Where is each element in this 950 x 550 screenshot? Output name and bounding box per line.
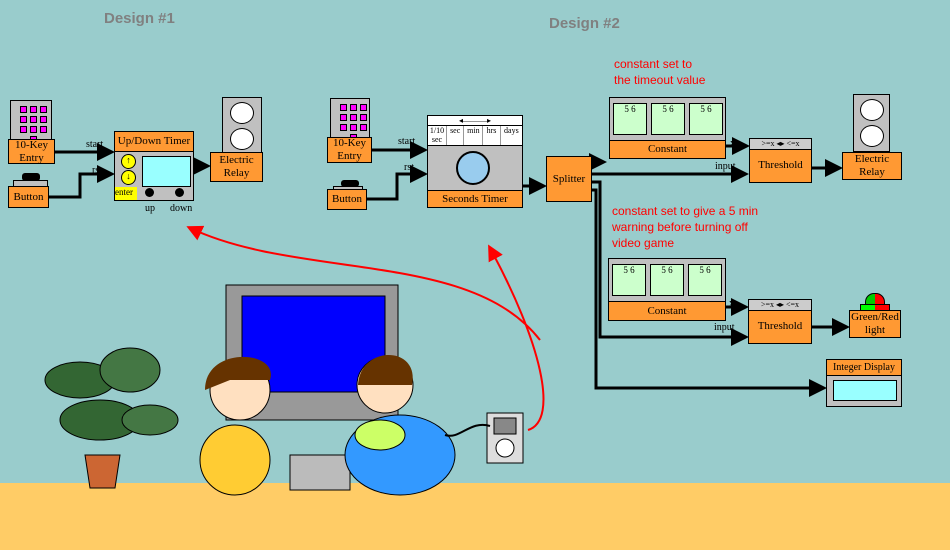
updown-timer-block[interactable]: Up/Down Timer ↑ ↓ enter bbox=[114, 131, 194, 201]
tab-days[interactable]: days bbox=[504, 126, 519, 135]
floor bbox=[0, 483, 950, 550]
keypad-block[interactable]: 10-Key Entry bbox=[327, 137, 372, 163]
timer-display bbox=[142, 156, 191, 187]
x-label: x bbox=[730, 138, 735, 149]
tab-min[interactable]: min bbox=[464, 126, 484, 145]
up-label: up bbox=[145, 203, 155, 214]
down-label: down bbox=[170, 203, 193, 214]
seconds-timer-block[interactable]: ◂———▸ 1/10 sec sec min hrs days Seconds … bbox=[427, 115, 523, 208]
design2-title: Design #2 bbox=[549, 15, 620, 32]
tab-sec[interactable]: sec bbox=[447, 126, 465, 145]
keypad-icon bbox=[10, 100, 52, 143]
wall-outlet bbox=[444, 412, 524, 464]
start-label: start bbox=[86, 139, 104, 150]
tab-hrs[interactable]: hrs bbox=[483, 126, 501, 145]
up-knob[interactable] bbox=[145, 188, 154, 197]
design1-title: Design #1 bbox=[104, 10, 175, 27]
input-label: input bbox=[715, 161, 736, 172]
relay-block[interactable]: Electric Relay bbox=[842, 152, 902, 180]
input-label: input bbox=[714, 322, 735, 333]
down-arrow-icon[interactable]: ↓ bbox=[121, 170, 136, 185]
button-block[interactable]: Button bbox=[8, 186, 49, 208]
splitter-block[interactable]: Splitter bbox=[546, 156, 592, 202]
outlet-icon bbox=[222, 97, 262, 153]
timer-label: Seconds Timer bbox=[428, 190, 522, 207]
down-knob[interactable] bbox=[175, 188, 184, 197]
relay-block[interactable]: Electric Relay bbox=[210, 152, 263, 182]
plant-illustration bbox=[44, 347, 179, 489]
integer-display-block[interactable]: Integer Display bbox=[826, 359, 902, 407]
tab-tenth-sec[interactable]: 1/10 sec bbox=[428, 126, 447, 145]
up-arrow-icon[interactable]: ↑ bbox=[121, 154, 136, 169]
start-label: start bbox=[398, 136, 416, 147]
kids-illustration bbox=[199, 355, 456, 496]
rst-label: rst bbox=[404, 162, 414, 173]
keypad-icon bbox=[330, 98, 370, 141]
outlet-icon bbox=[853, 94, 890, 152]
x-label: x bbox=[729, 298, 734, 309]
button-cap-icon bbox=[22, 173, 40, 181]
button-block[interactable]: Button bbox=[327, 189, 367, 210]
stopwatch-icon bbox=[456, 151, 490, 185]
button-cap-icon bbox=[341, 180, 359, 187]
timer-title: Up/Down Timer bbox=[115, 132, 193, 152]
rst-label: rst bbox=[92, 165, 102, 176]
light-block[interactable]: Green/Red light bbox=[849, 310, 901, 338]
enter-button[interactable]: enter bbox=[115, 187, 137, 200]
keypad-block[interactable]: 10-Key Entry bbox=[8, 139, 55, 164]
